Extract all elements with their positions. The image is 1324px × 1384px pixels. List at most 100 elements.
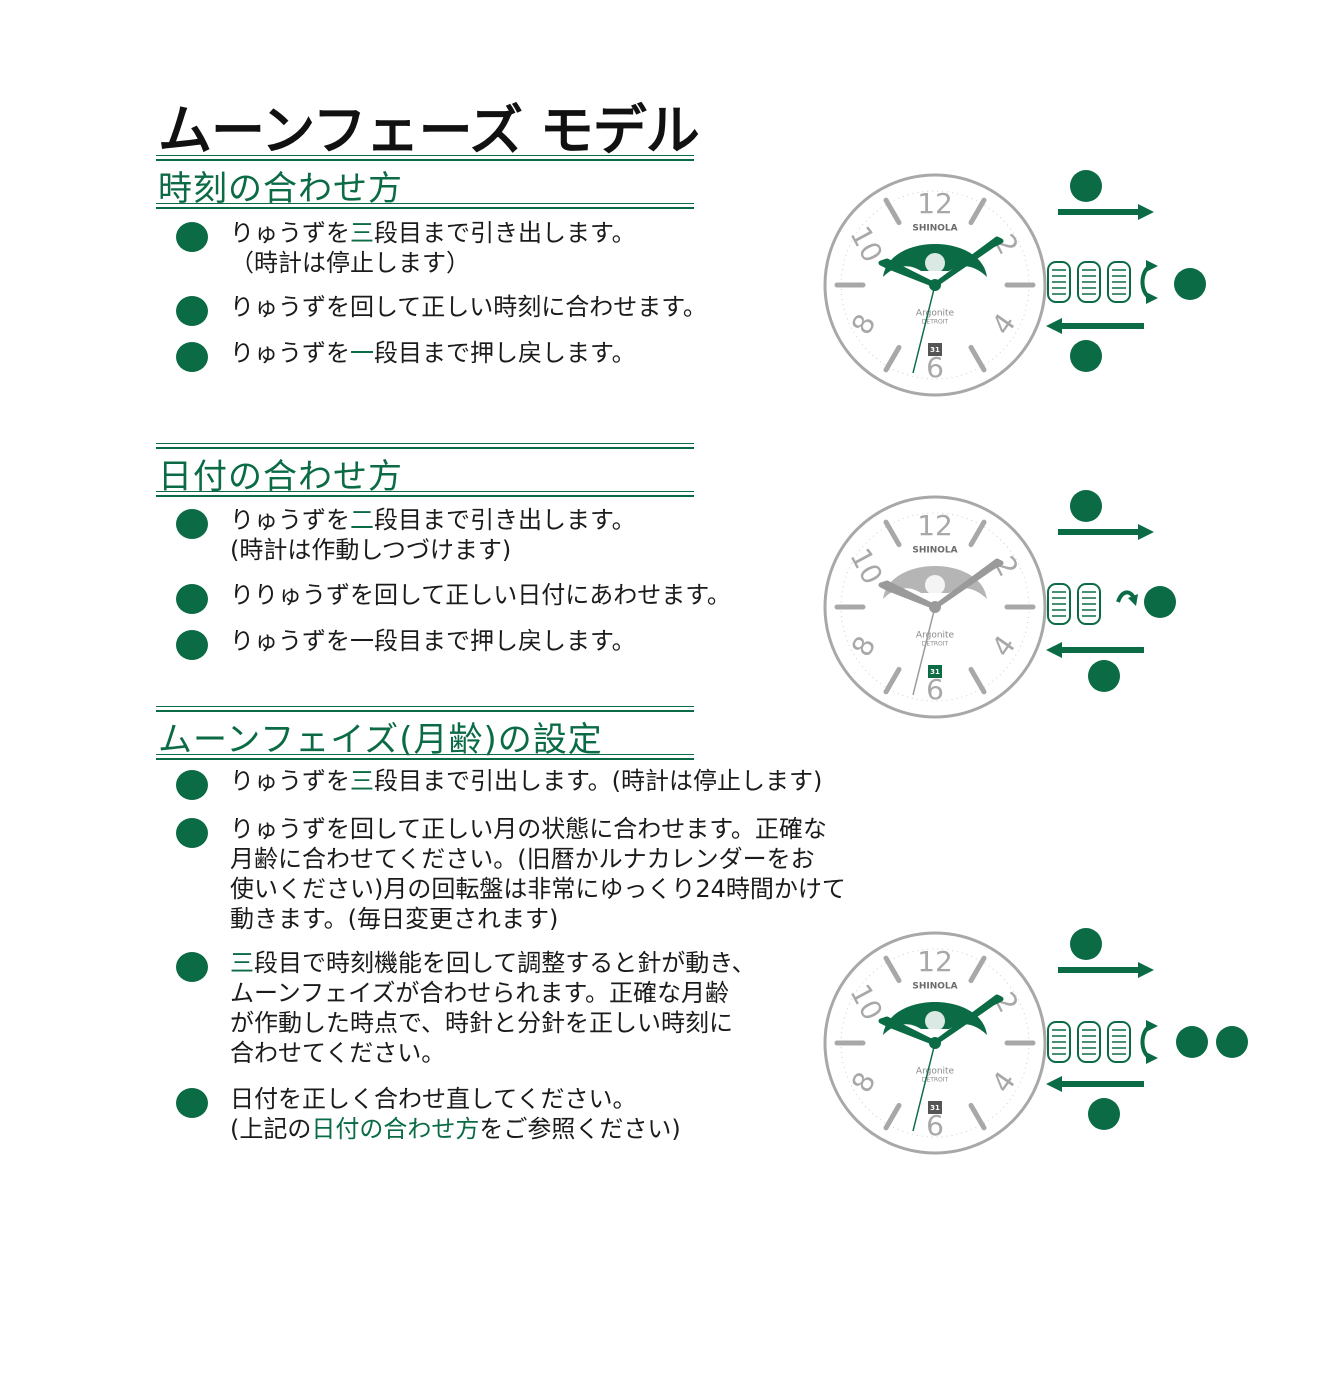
section-header-time: 時刻の合わせ方: [156, 155, 694, 210]
minute-hand: [932, 558, 1004, 610]
crown-indicator-date: [1040, 488, 1260, 698]
second-hand: [912, 284, 936, 374]
model-name: Argonite: [916, 309, 955, 319]
hour-hand: [878, 1016, 938, 1046]
section-rule-top: [156, 155, 694, 161]
hour-index: [968, 197, 987, 226]
hour-index: [883, 519, 902, 548]
crown-indicator-moonphase: [1040, 926, 1280, 1136]
moon-icon: [925, 253, 945, 273]
step-text: りゅうずを回して正しい月の状態に合わせます。正確な月齢に合わせてください。(旧暦…: [230, 815, 846, 933]
step-text: 三段目で時刻機能を回して調整すると針が動き、ムーンフェイズが合わせられます。正確…: [230, 949, 756, 1067]
step-marker: [176, 770, 208, 800]
second-hand: [912, 1042, 936, 1132]
step-text: りゅうずを一段目まで押し戻します。: [230, 339, 636, 367]
step-marker: [1088, 1098, 1120, 1130]
pull-arrow-icon: [1058, 524, 1154, 540]
step-text: りりゅうずを回して正しい日付にあわせます。: [230, 581, 731, 609]
section-rule-bottom: [156, 203, 694, 209]
step-text: りゅうずを二段目まで引き出します。(時計は作動しつづけます): [230, 506, 636, 564]
step-text: 日付を正しく合わせ直してください。(上記の日付の合わせ方をご参照ください): [230, 1085, 681, 1143]
hour-index: [883, 666, 902, 695]
model-name: Argonite: [916, 631, 955, 641]
hour-index: [968, 955, 987, 984]
minute-hand: [932, 994, 1004, 1046]
minute-hand: [932, 236, 1004, 288]
step-text: りゅうずを三段目まで引出します。(時計は停止します): [230, 767, 823, 795]
center-pin: [929, 1037, 941, 1049]
step-marker: [1070, 170, 1102, 202]
city-name: DETROIT: [922, 319, 949, 326]
section-header-date: 日付の合わせ方: [156, 443, 694, 498]
step-marker: [1144, 586, 1176, 618]
hour-index: [883, 955, 902, 984]
pull-arrow-icon: [1058, 962, 1154, 978]
date-window: [928, 665, 942, 678]
brand-logo: SHINOLA: [912, 982, 957, 992]
hour-numeral: 6: [926, 1109, 944, 1142]
hour-hand: [878, 258, 938, 288]
moon-icon: [925, 575, 945, 595]
center-pin: [929, 279, 941, 291]
section-rule-top: [156, 443, 694, 449]
crown-3-position-icon: [1047, 1020, 1158, 1064]
step-marker: [1070, 490, 1102, 522]
hour-index: [968, 666, 987, 695]
section-header-moonphase: ムーンフェイズ(月齢)の設定: [156, 706, 694, 761]
date-number: 31: [930, 668, 940, 676]
section-rule-bottom: [156, 754, 694, 760]
date-window: [928, 343, 942, 356]
hour-numeral: 6: [926, 673, 944, 706]
hour-numeral: 12: [917, 945, 953, 978]
step-marker: [1176, 1026, 1208, 1058]
step-marker: [176, 818, 208, 848]
section-rule-bottom: [156, 491, 694, 497]
date-window: [928, 1101, 942, 1114]
pull-arrow-icon: [1058, 204, 1154, 220]
city-name: DETROIT: [922, 641, 949, 648]
model-name: Argonite: [916, 1067, 955, 1077]
step-marker: [1070, 928, 1102, 960]
hour-numeral: 6: [926, 351, 944, 384]
step-marker: [1070, 340, 1102, 372]
date-number: 31: [930, 346, 940, 354]
section-rule-top: [156, 706, 694, 712]
step-marker: [176, 342, 208, 372]
step-text: りゅうずを三段目まで引き出します。（時計は停止します）: [230, 219, 636, 277]
second-hand: [912, 606, 936, 696]
hour-index: [883, 344, 902, 373]
push-arrow-icon: [1046, 1076, 1144, 1092]
hour-index: [968, 519, 987, 548]
step-marker: [176, 296, 208, 326]
date-number: 31: [930, 1104, 940, 1112]
step-marker: [1174, 268, 1206, 300]
push-arrow-icon: [1046, 318, 1144, 334]
brand-logo: SHINOLA: [912, 224, 957, 234]
step-marker: [176, 222, 208, 252]
step-text: りゅうずを回して正しい時刻に合わせます。: [230, 293, 707, 321]
step-marker: [176, 509, 208, 539]
hour-index: [968, 1102, 987, 1131]
section-title: 日付の合わせ方: [158, 457, 403, 497]
crown-3-position-icon: [1047, 260, 1158, 304]
step-text: りゅうずを一段目まで押し戻します。: [230, 627, 636, 655]
hour-index: [883, 197, 902, 226]
section-title: 時刻の合わせ方: [158, 169, 403, 209]
page-title: ムーンフェーズ モデル: [158, 99, 700, 162]
section-title: ムーンフェイズ(月齢)の設定: [158, 720, 603, 760]
hour-hand: [878, 580, 938, 610]
push-arrow-icon: [1046, 642, 1144, 658]
step-marker: [1088, 660, 1120, 692]
crown-2-position-icon: [1047, 583, 1138, 625]
step-marker: [176, 1088, 208, 1118]
hour-numeral: 12: [917, 187, 953, 220]
center-pin: [929, 601, 941, 613]
crown-indicator-time: [1040, 168, 1260, 378]
city-name: DETROIT: [922, 1077, 949, 1084]
step-marker: [1216, 1026, 1248, 1058]
step-marker: [176, 952, 208, 982]
